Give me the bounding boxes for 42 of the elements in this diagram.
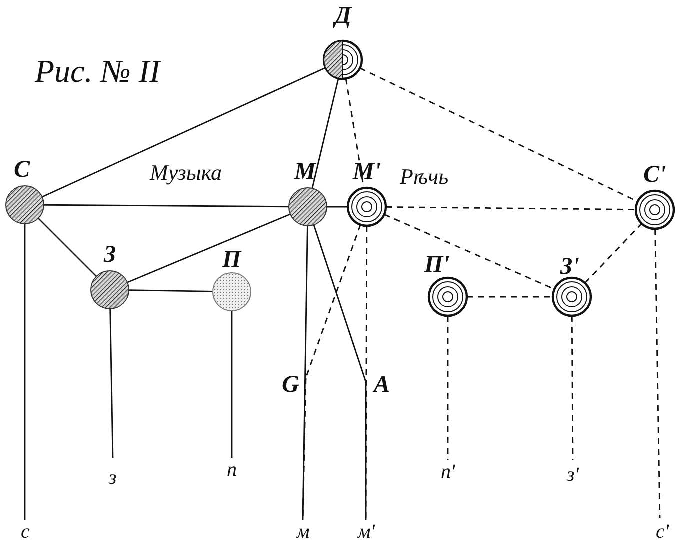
connector-line — [231, 311, 233, 458]
node-letter: м' — [358, 522, 376, 542]
node-letter: з — [109, 468, 117, 488]
node-letter: З — [104, 243, 116, 267]
region-label: Музыка — [150, 162, 222, 184]
node-letter: П' — [424, 253, 450, 277]
connector-line — [571, 316, 574, 460]
connector-line — [447, 316, 449, 460]
connector-line — [327, 206, 348, 208]
figure-title: Рис. № II — [35, 55, 160, 87]
node-letter: A — [374, 373, 390, 397]
node-letter: м — [297, 522, 310, 542]
node-letter: з' — [567, 465, 580, 485]
connector-line — [312, 78, 340, 189]
node-letter: С — [14, 158, 30, 182]
connector-line — [42, 67, 326, 198]
node-letter: П — [222, 248, 242, 272]
connector-line — [44, 204, 289, 208]
node-letter: М — [294, 160, 316, 184]
connector-line — [386, 206, 636, 210]
connector-line — [128, 290, 214, 292]
connector-line — [24, 224, 26, 520]
connector-line — [365, 226, 368, 520]
connector-line — [305, 224, 362, 378]
region-label: Рѣчь — [400, 166, 449, 188]
connector-line — [313, 224, 367, 382]
connector-line — [302, 226, 308, 520]
node-letter: Д — [335, 4, 352, 28]
node-letter: с — [21, 522, 30, 542]
node-letter: С' — [644, 163, 666, 187]
connector-line — [127, 214, 291, 284]
node-letter: G — [282, 373, 300, 397]
connector-line — [584, 223, 642, 284]
connector-line — [654, 228, 661, 518]
node-letter: п — [227, 460, 237, 480]
node-letter: М' — [353, 160, 382, 184]
connector-line — [467, 296, 553, 298]
connector-line — [110, 308, 114, 458]
node-letter: З' — [560, 255, 580, 279]
node-letter: с' — [656, 522, 670, 542]
connector-line — [38, 218, 98, 278]
node-letter: п' — [441, 462, 456, 482]
